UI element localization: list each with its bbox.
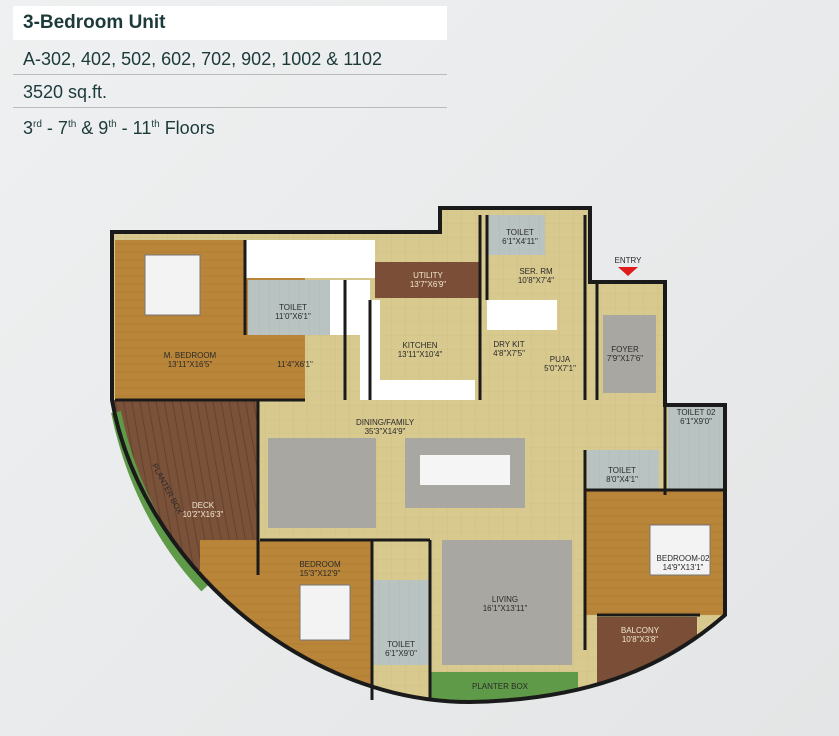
svg-text:10'8"X3'8": 10'8"X3'8" xyxy=(622,635,658,644)
svg-text:LIVING: LIVING xyxy=(492,595,518,604)
svg-text:TOILET 02: TOILET 02 xyxy=(677,408,716,417)
dining-table xyxy=(420,455,510,485)
svg-text:4'8"X7'5": 4'8"X7'5" xyxy=(493,349,525,358)
bed-master xyxy=(144,254,201,316)
svg-text:FOYER: FOYER xyxy=(611,345,639,354)
unit-numbers: A-302, 402, 502, 602, 702, 902, 1002 & 1… xyxy=(13,43,447,75)
entry-label: ENTRY xyxy=(615,256,643,265)
svg-text:DRY KIT: DRY KIT xyxy=(493,340,524,349)
room-toilet-02 xyxy=(668,405,725,495)
unit-area: 3520 sq.ft. xyxy=(13,76,447,108)
svg-text:BEDROOM: BEDROOM xyxy=(299,560,341,569)
bed-bedroom xyxy=(299,584,351,641)
svg-text:16'1"X13'11": 16'1"X13'11" xyxy=(483,604,528,613)
svg-text:15'3"X12'9": 15'3"X12'9" xyxy=(300,569,341,578)
svg-text:13'11"X10'4": 13'11"X10'4" xyxy=(398,350,443,359)
svg-text:BEDROOM-02: BEDROOM-02 xyxy=(657,554,710,563)
living-rug xyxy=(442,540,572,665)
svg-text:DINING/FAMILY: DINING/FAMILY xyxy=(356,418,415,427)
svg-text:DECK: DECK xyxy=(192,501,215,510)
room-toilet-service xyxy=(487,215,545,255)
svg-text:TOILET: TOILET xyxy=(387,640,415,649)
foyer-rug xyxy=(603,315,656,393)
svg-text:8'0"X4'1": 8'0"X4'1" xyxy=(606,475,638,484)
room-toilet-master xyxy=(248,280,345,335)
family-rug xyxy=(268,438,376,528)
svg-text:11'0"X6'1": 11'0"X6'1" xyxy=(275,312,311,321)
bed-02 xyxy=(649,524,711,576)
outer-wall xyxy=(110,206,727,705)
svg-text:TOILET: TOILET xyxy=(279,303,307,312)
svg-text:5'0"X7'1": 5'0"X7'1" xyxy=(544,364,576,373)
label-dressing: 11'4"X6'1" xyxy=(277,360,313,369)
svg-text:TOILET: TOILET xyxy=(608,466,636,475)
room-toilet-small xyxy=(587,450,659,490)
svg-text:KITCHEN: KITCHEN xyxy=(402,341,437,350)
label-planter-bottom: PLANTER BOX xyxy=(472,682,529,691)
svg-text:10'8"X7'4": 10'8"X7'4" xyxy=(518,276,554,285)
svg-text:13'11"X16'5": 13'11"X16'5" xyxy=(168,360,213,369)
svg-text:35'3"X14'9": 35'3"X14'9" xyxy=(365,427,406,436)
label-m-bedroom: M. BEDROOM xyxy=(164,351,217,360)
unit-title: 3-Bedroom Unit xyxy=(13,6,447,40)
svg-text:PUJA: PUJA xyxy=(550,355,571,364)
svg-text:BALCONY: BALCONY xyxy=(621,626,660,635)
svg-text:UTILITY: UTILITY xyxy=(413,271,443,280)
svg-text:SER. RM: SER. RM xyxy=(519,267,553,276)
unit-floors: 3rd - 7th & 9th - 11th Floors xyxy=(23,118,215,138)
svg-text:TOILET: TOILET xyxy=(506,228,534,237)
room-toilet-bedroom xyxy=(372,580,430,665)
svg-text:6'1"X9'0": 6'1"X9'0" xyxy=(680,417,712,426)
svg-text:6'1"X4'11": 6'1"X4'11" xyxy=(502,237,538,246)
entry-arrow-icon xyxy=(618,267,638,276)
svg-text:10'2"X16'3": 10'2"X16'3" xyxy=(183,510,224,519)
room-utility xyxy=(375,262,480,298)
svg-text:6'1"X9'0": 6'1"X9'0" xyxy=(385,649,417,658)
svg-text:13'7"X6'9": 13'7"X6'9" xyxy=(410,280,446,289)
svg-text:7'9"X17'6": 7'9"X17'6" xyxy=(607,354,643,363)
inner-walls xyxy=(115,215,725,700)
svg-text:14'9"X13'1": 14'9"X13'1" xyxy=(663,563,704,572)
